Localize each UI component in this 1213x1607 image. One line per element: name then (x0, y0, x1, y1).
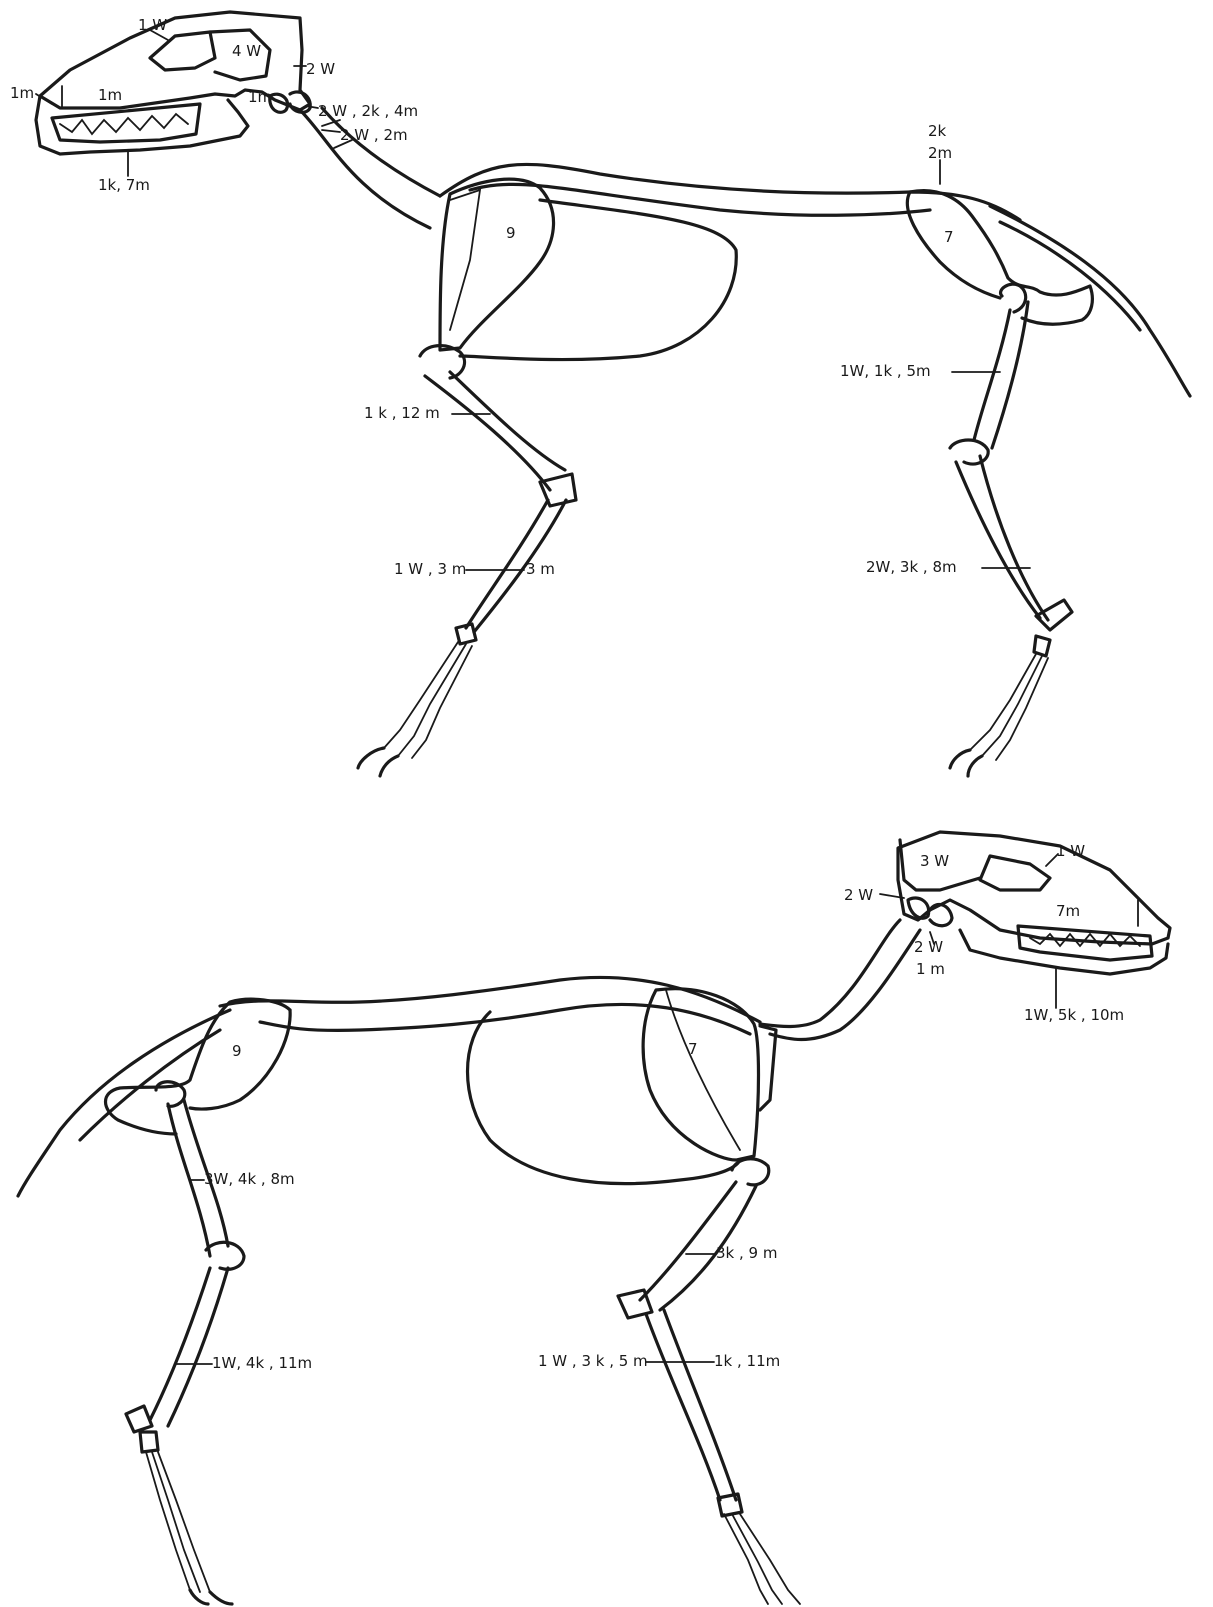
bottom-label-jaw-joint: 2 W (914, 938, 943, 956)
bottom-label-mandible: 1W, 5k , 10m (1024, 1006, 1124, 1024)
top-tail (990, 206, 1190, 396)
top-skull (36, 12, 310, 154)
top-label-axis: 2 W , 2m (340, 126, 408, 144)
top-label-atlas: 2 W , 2k , 4m (318, 102, 418, 120)
top-label-nasal-1m: 1m (98, 86, 122, 104)
top-label-pelvis-2k: 2k (928, 122, 947, 140)
bottom-tail (18, 1010, 230, 1196)
bottom-spine-lower (260, 1004, 750, 1034)
bottom-front-leg (618, 1159, 800, 1604)
top-hind-leg (950, 284, 1072, 776)
top-ribcage (460, 200, 736, 360)
bottom-label-skull-3w: 3 W (920, 852, 949, 870)
top-label-snout-1m: 1m (10, 84, 34, 102)
top-label-skull-4w: 4 W (232, 42, 261, 60)
top-label-scapula-num: 9 (506, 224, 516, 242)
bottom-label-ulna: 1k , 11m (714, 1352, 780, 1370)
bottom-pelvis (106, 999, 291, 1134)
top-label-femur: 1W, 1k , 5m (840, 362, 931, 380)
top-label-ulna: 3 m (526, 560, 555, 578)
bottom-skeleton: 3 W 1 W 2 W 7m 2 W 1 m 1W, 5k , 10m 9 7 … (18, 832, 1170, 1604)
top-scapula (440, 179, 554, 350)
bottom-label-tibia: 1W, 4k , 11m (212, 1354, 312, 1372)
top-label-skull-2w: 2 W (306, 60, 335, 78)
top-label-radius: 1 W , 3 m (394, 560, 466, 578)
top-label-pelvis-num: 7 (944, 228, 954, 246)
bottom-label-skull-1w: 1 W (1056, 842, 1085, 860)
bottom-label-humerus: 3k , 9 m (716, 1244, 777, 1262)
bottom-label-snout-7m: 7m (1056, 902, 1080, 920)
bottom-label-femur: 3W, 4k , 8m (204, 1170, 295, 1188)
top-skeleton: 1 W 4 W 2 W 1m 1m 1m 2 W , 2k , 4m 2 W ,… (10, 12, 1190, 776)
bottom-label-pelvis-num: 9 (232, 1042, 242, 1060)
bottom-spine-upper (220, 977, 760, 1022)
top-label-humerus: 1 k , 12 m (364, 404, 440, 422)
bottom-label-scapula-num: 7 (688, 1040, 698, 1058)
bottom-label-jaw-joint-m: 1 m (916, 960, 945, 978)
bottom-hind-leg (126, 1082, 244, 1604)
bottom-label-radius: 1 W , 3 k , 5 m (538, 1352, 648, 1370)
bottom-neck (760, 920, 900, 1027)
bottom-label-occiput: 2 W (844, 886, 873, 904)
top-label-mandible: 1k, 7m (98, 176, 150, 194)
top-label-jaw-joint-1m: 1m (248, 88, 272, 106)
top-label-tibia: 2W, 3k , 8m (866, 558, 957, 576)
bottom-ribcage (468, 1012, 741, 1184)
